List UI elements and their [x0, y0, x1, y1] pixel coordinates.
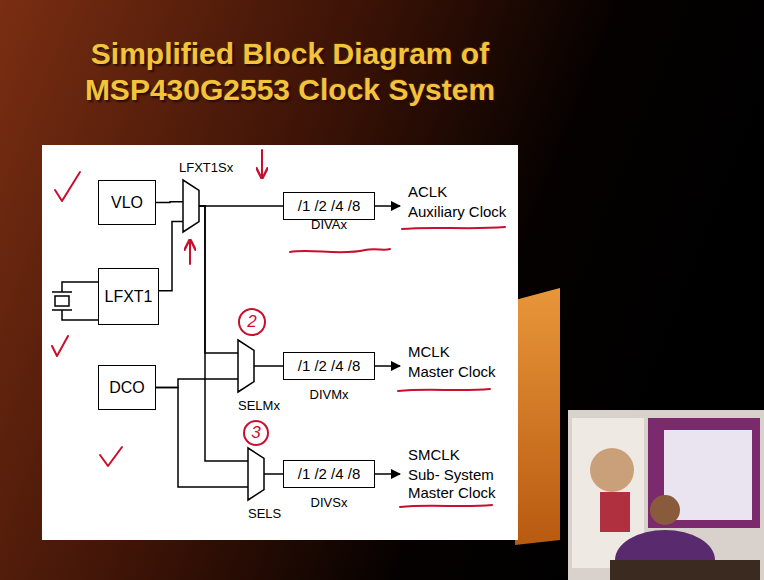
clock-wire	[156, 379, 238, 388]
clock-description: Auxiliary Clock	[408, 203, 506, 221]
clock-source-box: VLO	[98, 180, 156, 225]
underline	[398, 389, 490, 391]
annotation-arrow	[189, 240, 191, 264]
divider-box: /1 /2 /4 /8DIVSx	[283, 460, 375, 488]
mux-shape	[248, 448, 264, 500]
callout-circle	[239, 309, 265, 335]
callout-number: 2	[247, 313, 256, 331]
multiplexer: SELMx	[238, 340, 254, 392]
clock-signal-name: ACLK	[408, 183, 447, 201]
node-text: /1 /2 /4 /8	[298, 197, 361, 215]
clock-wire	[254, 365, 283, 367]
select-signal-label: LFXT1Sx	[179, 160, 233, 175]
check-mark	[100, 447, 122, 466]
check-mark	[55, 172, 80, 201]
divider-box: /1 /2 /4 /8DIVAx	[283, 192, 375, 220]
multiplexer: LFXT1Sx	[183, 180, 199, 232]
node-text: LFXT1	[104, 288, 152, 306]
clock-source-box: DCO	[98, 365, 156, 410]
mux-shape	[183, 180, 199, 232]
clock-wire	[199, 206, 248, 461]
clock-description: Sub- System Master Clock	[408, 466, 518, 502]
mux-shape	[238, 340, 254, 392]
clock-wire	[156, 201, 183, 203]
select-signal-label: SELS	[248, 506, 281, 521]
mux-outline	[248, 448, 264, 500]
divider-name: DIVMx	[264, 387, 394, 402]
clock-wire	[199, 205, 283, 207]
underline	[290, 249, 390, 252]
clock-wire	[264, 473, 283, 475]
divider-name: DIVSx	[264, 495, 394, 510]
crystal-symbol	[52, 282, 98, 320]
clock-source-box: LFXT1	[98, 268, 159, 325]
mux-outline	[238, 340, 254, 392]
divider-box: /1 /2 /4 /8DIVMx	[283, 352, 375, 380]
diagram-panel	[42, 145, 518, 540]
node-text: VLO	[111, 194, 143, 212]
node-text: DCO	[109, 379, 145, 397]
clock-description: Master Clock	[408, 363, 496, 381]
slide-title: Simplified Block Diagram of MSP430G2553 …	[40, 36, 540, 108]
callout-circle	[244, 421, 268, 445]
presenter-video	[568, 410, 764, 580]
underline	[400, 505, 492, 507]
annotations	[52, 150, 505, 507]
orange-band	[515, 288, 560, 545]
callout-number: 3	[251, 424, 260, 442]
clock-wire	[156, 388, 248, 488]
mux-outline	[183, 180, 199, 232]
select-signal-label: SELMx	[238, 398, 280, 413]
clock-signal-name: SMCLK	[408, 446, 460, 464]
check-mark	[52, 336, 68, 356]
divider-name: DIVAx	[264, 217, 394, 232]
underline	[402, 227, 505, 229]
node-text: /1 /2 /4 /8	[298, 465, 361, 483]
clock-wire	[159, 222, 183, 291]
clock-signal-name: MCLK	[408, 343, 450, 361]
node-text: /1 /2 /4 /8	[298, 357, 361, 375]
output-arrows	[375, 206, 400, 474]
annotation-arrow	[261, 150, 263, 178]
multiplexer: SELS	[248, 448, 264, 500]
